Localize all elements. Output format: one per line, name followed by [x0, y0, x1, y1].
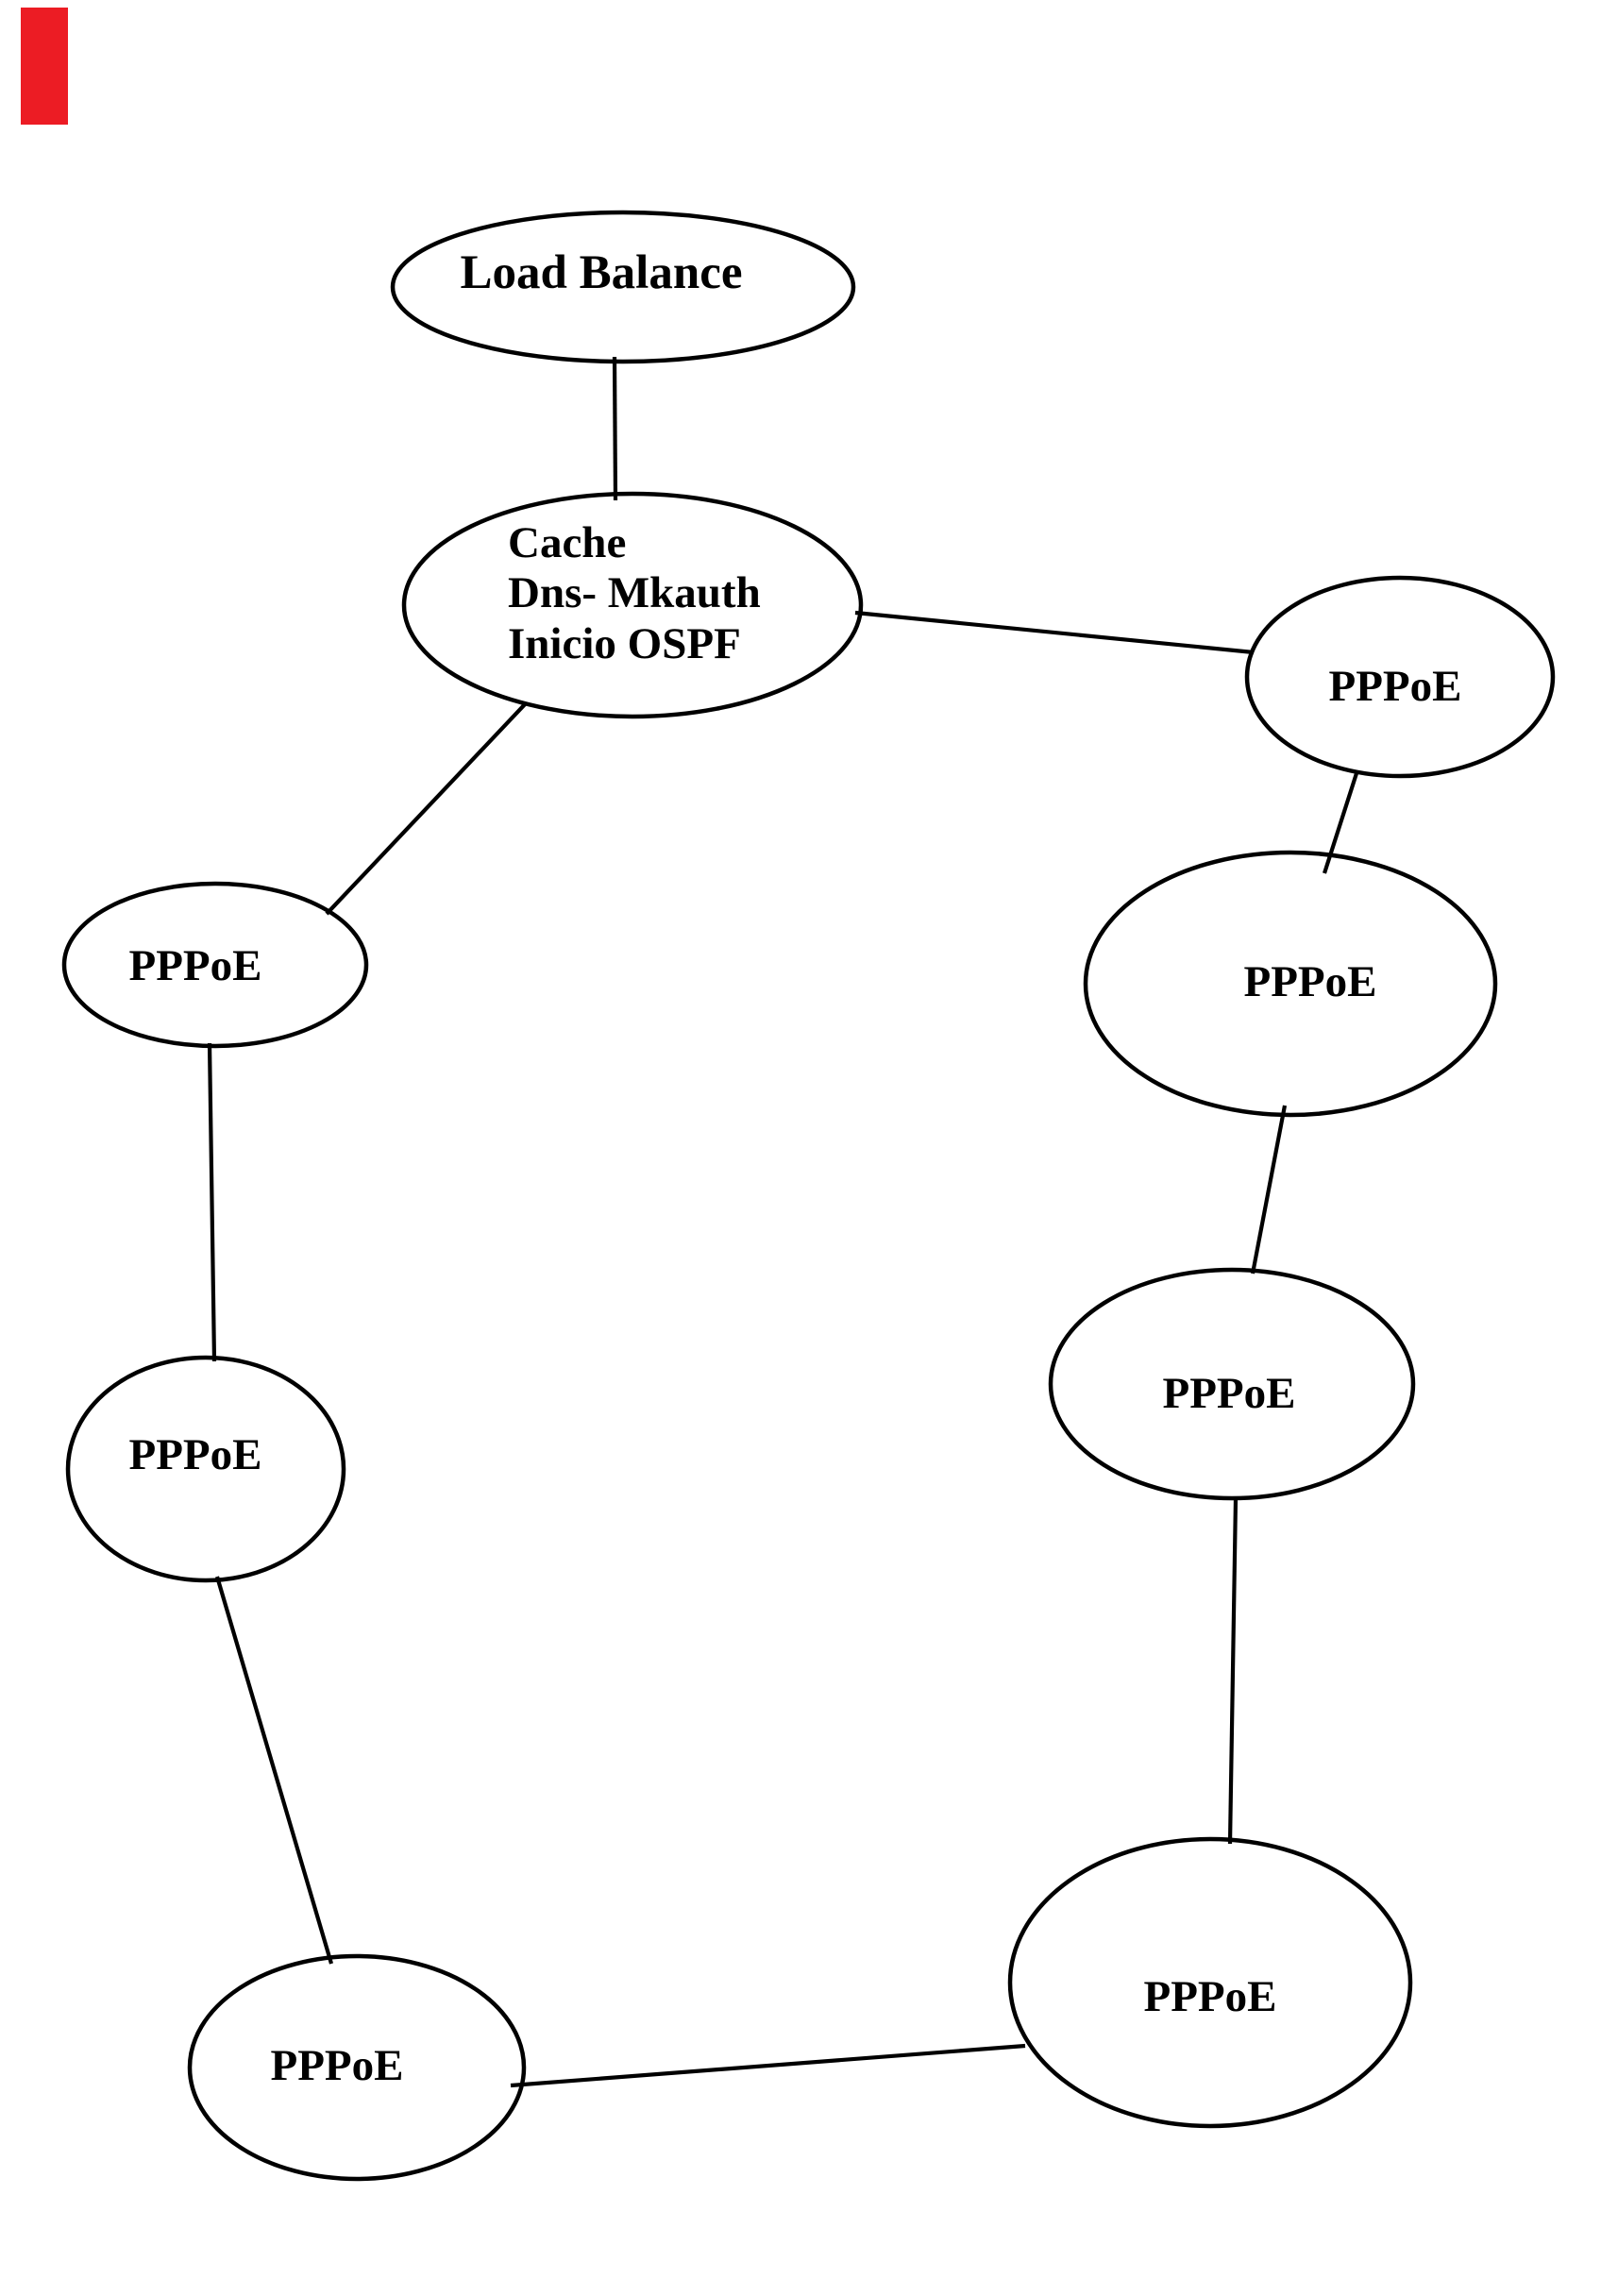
edge-cache-to-pppoe-right-1 [854, 610, 1255, 655]
node-pppoe-left-3-label: PPPoE [271, 2041, 404, 2090]
node-pppoe-right-4-ellipse [1007, 1836, 1413, 2129]
node-pppoe-right-1-label: PPPoE [1329, 662, 1462, 711]
edge-pppoe-right-1-to-right-2 [1323, 769, 1359, 874]
node-pppoe-left-1-label: PPPoE [129, 941, 262, 990]
node-pppoe-right-2-ellipse [1083, 850, 1498, 1118]
edge-pppoe-left-2-to-left-3 [214, 1576, 334, 1965]
node-cache-label-line-2: Dns- Mkauth [508, 568, 761, 617]
edge-pppoe-right-3-to-right-4 [1227, 1497, 1239, 1845]
node-pppoe-left-2-ellipse [65, 1355, 346, 1583]
node-load-balance-label: Load Balance [461, 246, 743, 299]
red-marker-rectangle [21, 8, 68, 125]
node-pppoe-right-3-label: PPPoE [1163, 1369, 1296, 1418]
node-pppoe-right-1-ellipse [1244, 575, 1556, 779]
edge-pppoe-left-1-to-left-2 [207, 1042, 217, 1362]
node-cache-dns-mkauth-ellipse [401, 491, 864, 719]
node-cache-label-line-3: Inicio OSPF [508, 619, 741, 668]
node-pppoe-left-1-ellipse [61, 881, 369, 1049]
edge-cache-to-pppoe-left-1 [325, 701, 528, 916]
node-pppoe-right-2-label: PPPoE [1244, 957, 1377, 1006]
node-pppoe-right-3-ellipse [1048, 1267, 1416, 1501]
edge-pppoe-left-3-to-right-4 [510, 2043, 1026, 2088]
edge-pppoe-right-2-to-right-3 [1250, 1105, 1288, 1275]
node-pppoe-right-4-label: PPPoE [1144, 1972, 1277, 2021]
node-pppoe-left-2-label: PPPoE [129, 1430, 262, 1479]
node-load-balance-ellipse [390, 210, 856, 364]
node-pppoe-left-3-ellipse [187, 1953, 527, 2182]
node-cache-label-line-1: Cache [508, 518, 626, 567]
